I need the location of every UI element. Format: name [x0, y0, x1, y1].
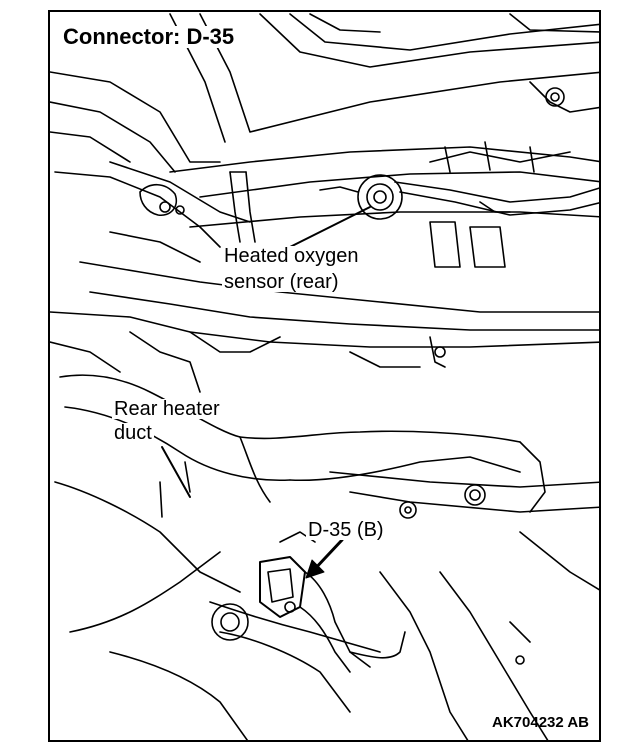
cross-member — [50, 311, 599, 393]
diagram-frame: Connector: D-35 Heated oxygen sensor (re… — [48, 10, 601, 742]
heated-oxygen-sensor-label-line2: sensor (rear) — [222, 271, 341, 293]
lower-body — [109, 471, 599, 740]
exhaust-section — [54, 141, 599, 331]
heated-oxygen-sensor-label-line1: Heated oxygen — [222, 245, 361, 267]
figure-code: AK704232 AB — [492, 714, 589, 731]
rear-heater-duct-outline — [54, 374, 546, 633]
connector-d35-label: D-35 (B) — [306, 519, 386, 541]
rear-heater-duct-label-line1: Rear heater — [112, 398, 222, 420]
diagram-title: Connector: D-35 — [60, 26, 238, 48]
rear-heater-duct-label-line2: duct — [112, 422, 154, 444]
line-art — [50, 13, 599, 740]
floor-pan-upper — [50, 13, 599, 173]
